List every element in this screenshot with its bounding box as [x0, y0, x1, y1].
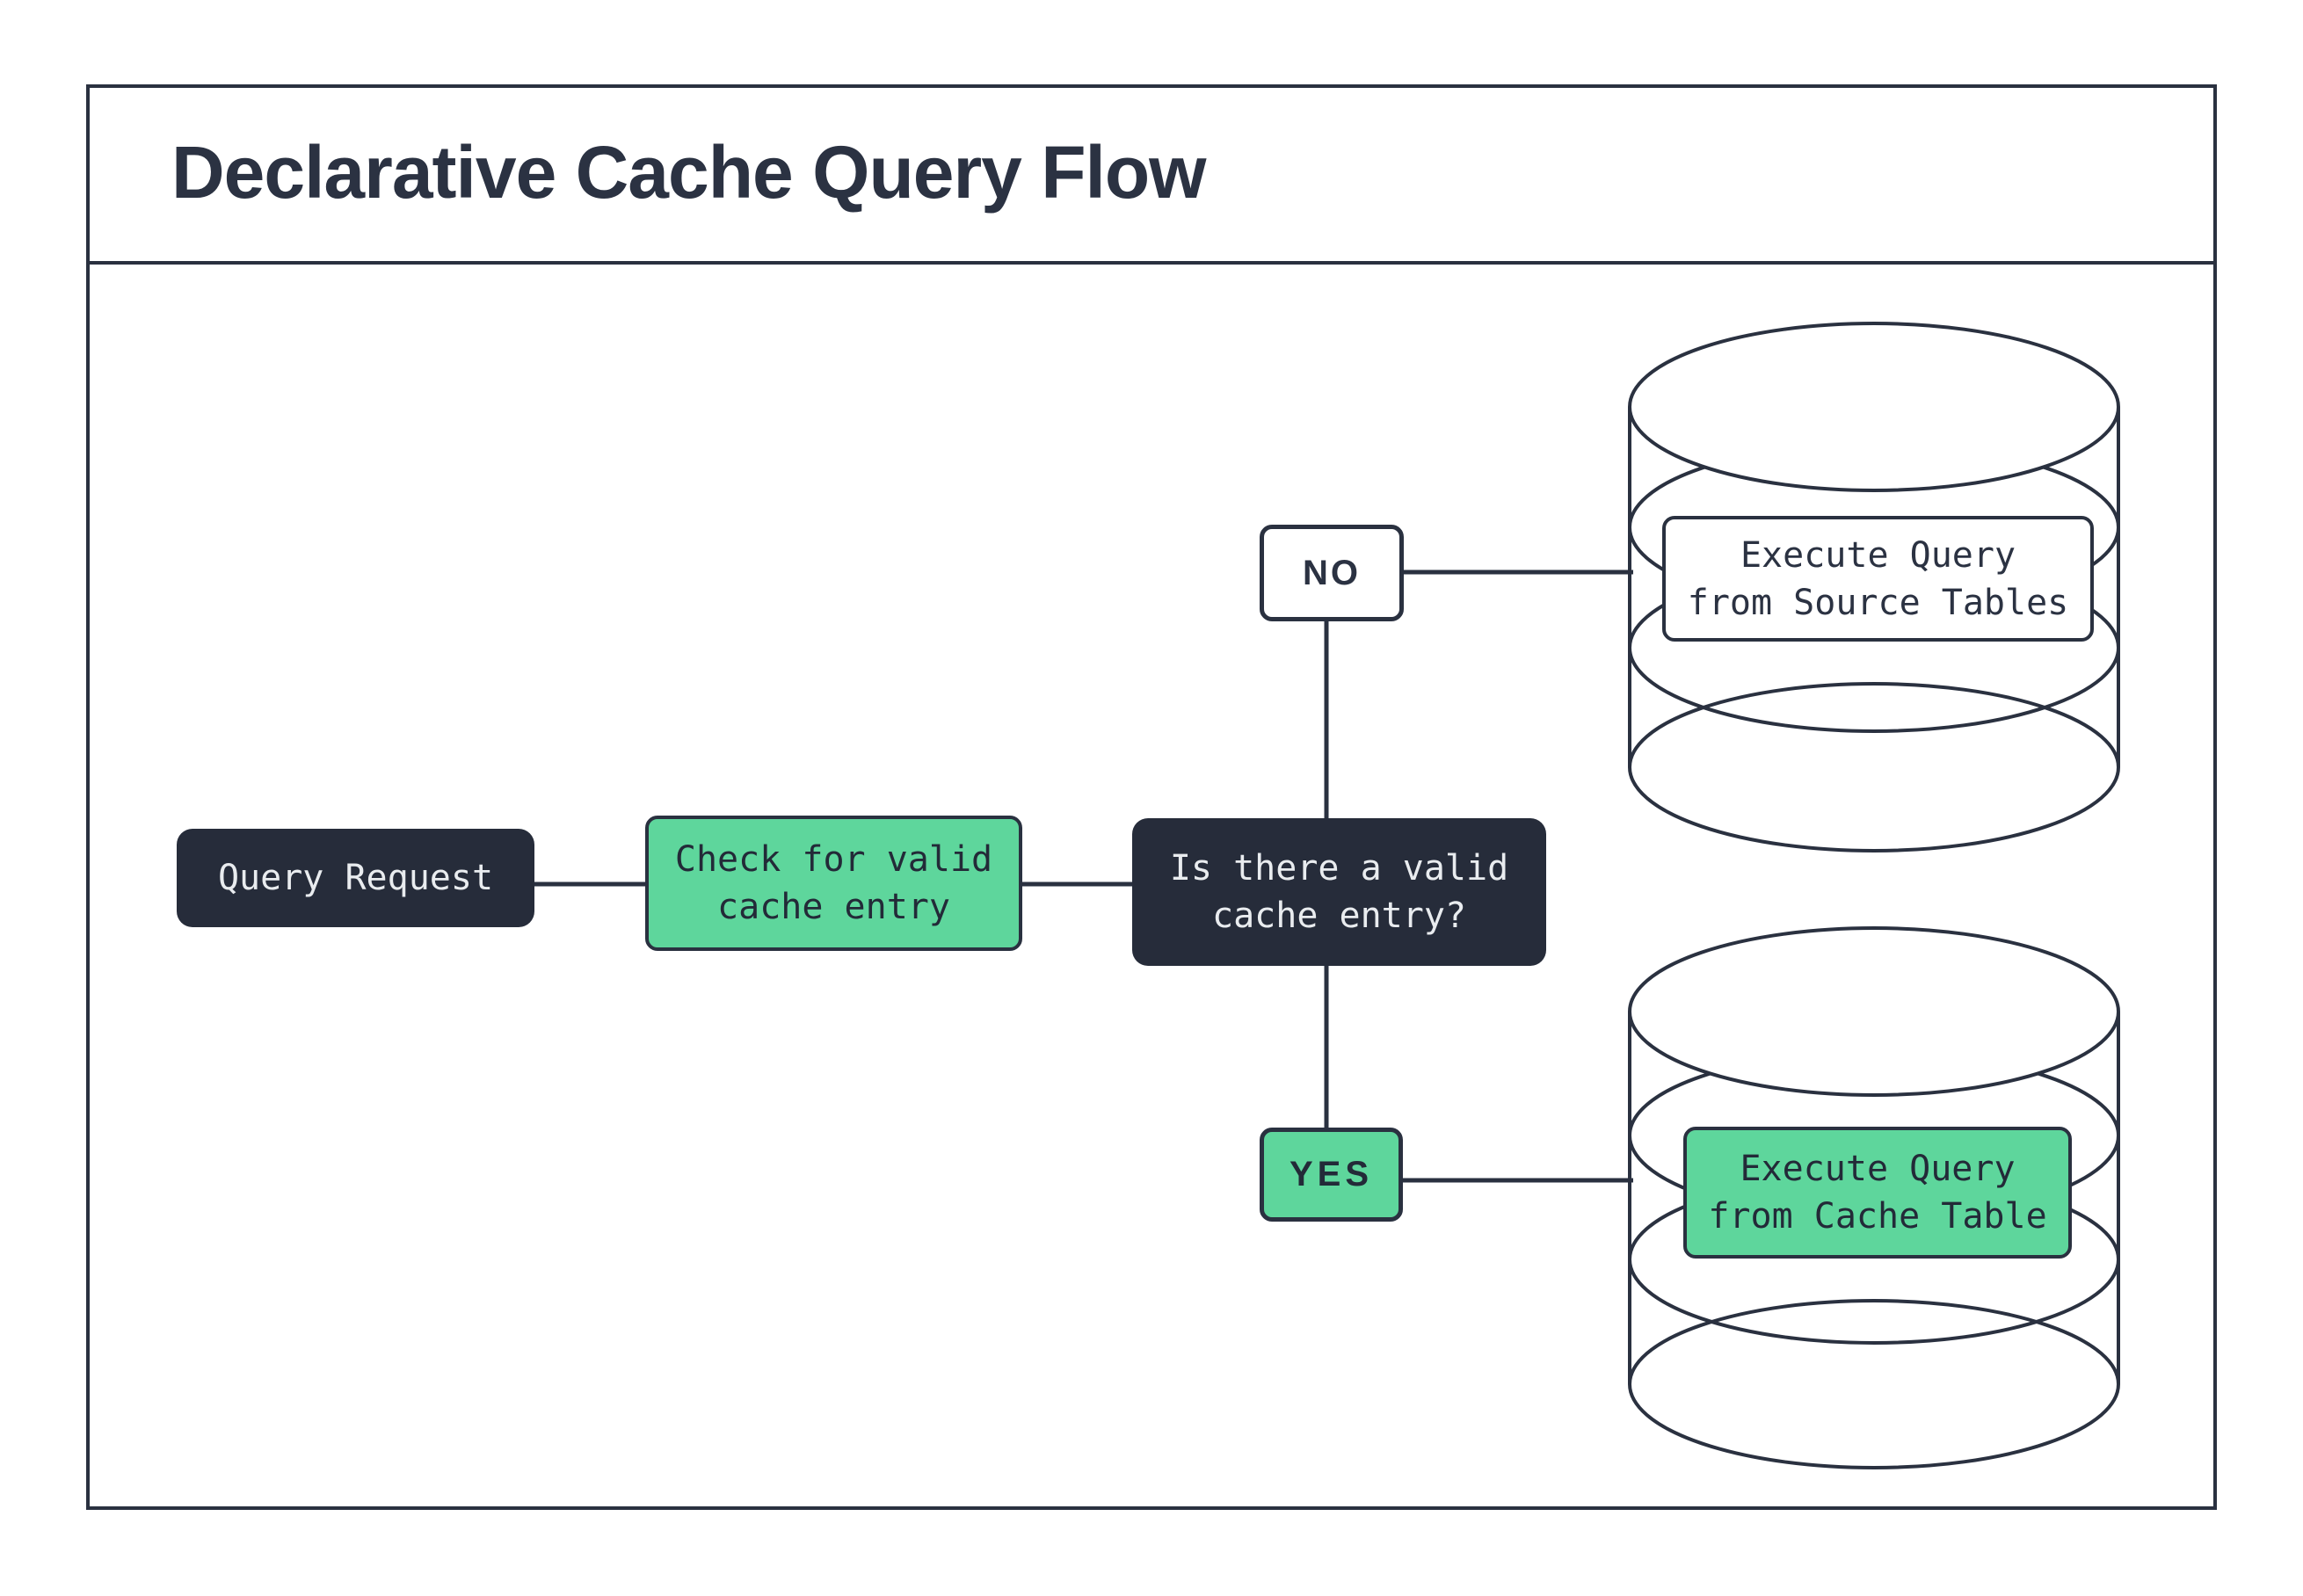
database-cylinder-icon-cache: [1628, 926, 2120, 1469]
node-query-request: Query Request: [177, 829, 534, 927]
node-decision-valid-cache: Is there a valid cache entry?: [1132, 818, 1546, 966]
node-query-request-label: Query Request: [217, 858, 494, 898]
node-execute-source-label: Execute Query from Source Tables: [1687, 534, 2069, 623]
node-execute-source-tables: Execute Query from Source Tables: [1662, 516, 2094, 642]
page-title: Declarative Cache Query Flow: [171, 130, 1207, 214]
edge-label-yes: YES: [1260, 1128, 1403, 1222]
node-decision-label: Is there a valid cache entry?: [1169, 848, 1509, 936]
node-execute-cache-table: Execute Query from Cache Table: [1683, 1127, 2072, 1259]
edge-label-no: NO: [1260, 525, 1404, 621]
connectors: [533, 569, 1633, 1183]
node-execute-cache-label: Execute Query from Cache Table: [1708, 1149, 2047, 1237]
edge-label-yes-text: YES: [1289, 1155, 1374, 1193]
edge-label-no-text: NO: [1303, 553, 1361, 592]
diagram-header: Declarative Cache Query Flow: [90, 88, 2213, 265]
node-check-cache-label: Check for valid cache entry: [674, 839, 993, 927]
database-cylinder-icon-source: [1628, 322, 2120, 852]
node-check-cache: Check for valid cache entry: [645, 816, 1022, 951]
diagram-frame: Declarative Cache Query Flow: [86, 84, 2217, 1510]
